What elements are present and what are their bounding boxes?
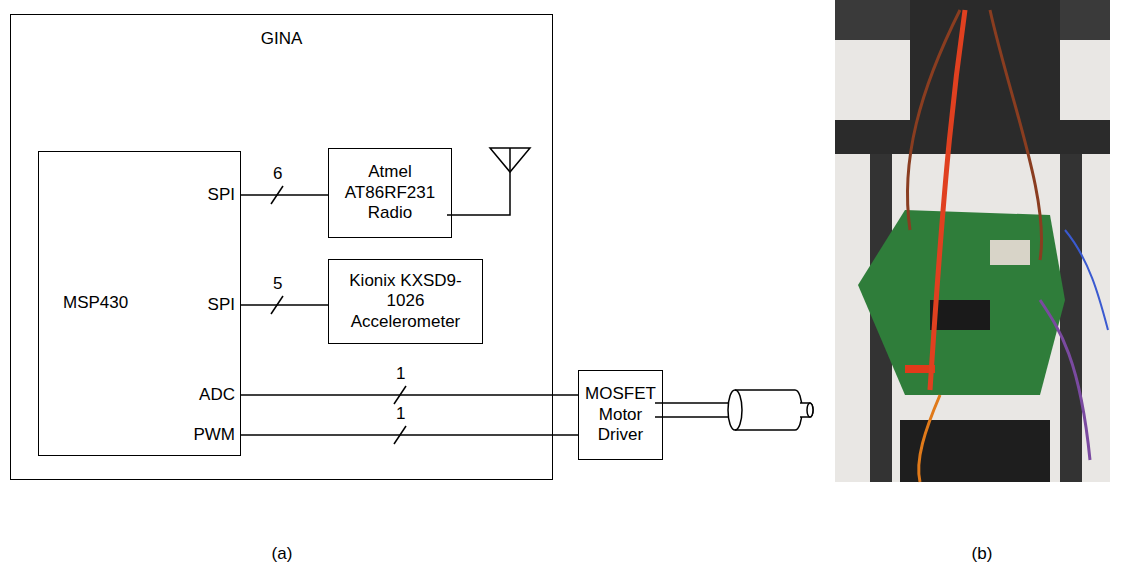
- panel-label: (a): [252, 544, 312, 564]
- bus-connector: [241, 186, 328, 204]
- robot-photo: [835, 0, 1110, 482]
- node-text: GINA: [261, 29, 303, 49]
- bus-slash: [394, 386, 406, 404]
- bus-slash: [271, 186, 283, 204]
- node-text: Atmel AT86RF231 Radio: [333, 162, 447, 223]
- board-outline: GINA MSP430 Atmel AT86RF231 RadioKionix KX…: [10, 14, 553, 480]
- panel-label: (b): [952, 544, 1012, 564]
- pin-label: ADC: [175, 385, 235, 405]
- bus-slash: [394, 426, 406, 444]
- bus-connector: [241, 296, 328, 314]
- node-text: Kionix KXSD9-1026 Accelerometer: [333, 271, 478, 332]
- bus-connector: [241, 426, 578, 444]
- radio-box: Atmel AT86RF231 Radio: [328, 148, 452, 238]
- driver-box: MOSFET Motor Driver: [578, 370, 663, 460]
- motor-symbol: [655, 390, 813, 430]
- pin-label: SPI: [175, 185, 235, 205]
- pin-label: PWM: [175, 425, 235, 445]
- bus-width: 6: [271, 165, 284, 183]
- bus-width: 5: [271, 275, 284, 293]
- node-text: MSP430: [63, 293, 128, 313]
- bus-slash: [271, 296, 283, 314]
- bus-width: 1: [394, 365, 407, 383]
- node-text: MOSFET Motor Driver: [583, 384, 658, 445]
- bus-connector: [241, 386, 578, 404]
- accelerometer-box: Kionix KXSD9-1026 Accelerometer: [328, 259, 483, 344]
- bus-width: 1: [394, 405, 407, 423]
- antenna-symbol: [447, 148, 530, 215]
- pin-label: SPI: [175, 295, 235, 315]
